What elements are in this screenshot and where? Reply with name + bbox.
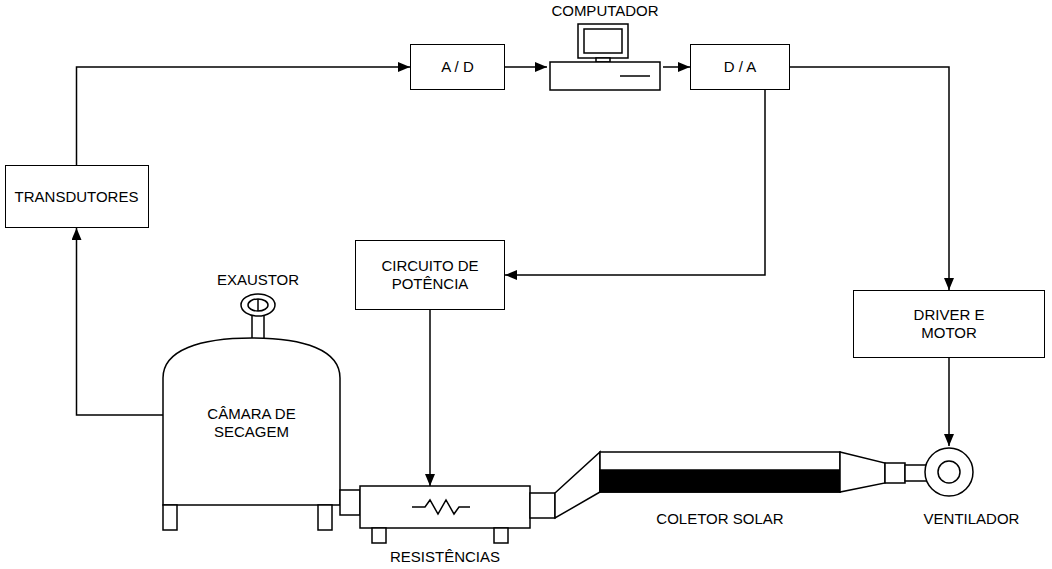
screen bbox=[584, 29, 622, 53]
node-text: TRANSDUTORES bbox=[15, 188, 139, 206]
signal-arrow bbox=[505, 90, 765, 275]
duct-joint bbox=[885, 463, 905, 483]
duct-leg bbox=[372, 528, 386, 543]
duct bbox=[360, 486, 530, 528]
chamber-outline bbox=[163, 338, 340, 505]
collector-absorber bbox=[600, 470, 840, 492]
drive-slot bbox=[620, 75, 650, 77]
chamber-outlet bbox=[340, 490, 360, 515]
monitor bbox=[578, 24, 628, 58]
computer-case bbox=[550, 62, 660, 90]
signal-arrow bbox=[948, 358, 950, 446]
transducer-box: TRANSDUTORES bbox=[5, 165, 149, 228]
power-circuit-box: CIRCUITO DE POTÊNCIA bbox=[355, 240, 505, 310]
heater-resistors: RESISTÊNCIAS bbox=[355, 486, 535, 566]
exhaust-hood bbox=[241, 294, 275, 316]
exhaust-fan bbox=[241, 294, 275, 340]
node-text: VENTILADOR bbox=[924, 510, 1020, 528]
collector-body bbox=[600, 452, 840, 492]
signal-arrow bbox=[790, 67, 949, 290]
signal-arrow bbox=[77, 67, 411, 165]
dac-box: D / A bbox=[690, 44, 790, 90]
duct-leg bbox=[494, 528, 508, 543]
resistor-symbol bbox=[412, 500, 470, 514]
node-text: D / A bbox=[724, 58, 757, 76]
outlet-transition bbox=[840, 452, 885, 492]
fan-housing bbox=[925, 448, 973, 496]
node-text: DRIVER E MOTOR bbox=[904, 306, 994, 342]
computer: COMPUTADOR bbox=[547, 2, 663, 92]
fan-rotor bbox=[938, 461, 960, 483]
driver-motor-box: DRIVER E MOTOR bbox=[853, 290, 1045, 358]
node-text: COLETOR SOLAR bbox=[656, 510, 783, 528]
fan: VENTILADOR bbox=[894, 446, 1049, 528]
solar-collector: COLETOR SOLAR bbox=[595, 452, 845, 528]
exhaust-pipe bbox=[252, 314, 264, 340]
chamber-leg bbox=[163, 505, 177, 530]
drying-chamber: CÂMARA DE SECAGEM bbox=[163, 340, 340, 505]
part-name: EXAUSTOR bbox=[195, 271, 321, 289]
node-text: CIRCUITO DE POTÊNCIA bbox=[365, 257, 495, 293]
node-text: RESISTÊNCIAS bbox=[390, 548, 500, 566]
fan-neck bbox=[905, 465, 927, 481]
node-text: A / D bbox=[441, 58, 474, 76]
drying-chamber bbox=[163, 338, 360, 530]
inlet-transition bbox=[555, 452, 600, 518]
solar-collector bbox=[555, 452, 905, 518]
node-text: CÂMARA DE SECAGEM bbox=[189, 405, 314, 441]
adc-box: A / D bbox=[410, 44, 505, 90]
fan bbox=[905, 448, 973, 496]
duct-joint bbox=[530, 493, 555, 518]
signal-arrow bbox=[429, 310, 431, 486]
signal-arrow bbox=[77, 228, 164, 415]
signal-arrow bbox=[505, 66, 547, 68]
node-text: COMPUTADOR bbox=[551, 2, 658, 20]
chamber-leg bbox=[318, 505, 332, 530]
computer-icon bbox=[550, 24, 660, 90]
heater-duct bbox=[360, 486, 555, 543]
exhaust-rotor bbox=[248, 299, 268, 311]
signal-arrow bbox=[663, 66, 690, 68]
exhaust-blade bbox=[257, 299, 259, 311]
